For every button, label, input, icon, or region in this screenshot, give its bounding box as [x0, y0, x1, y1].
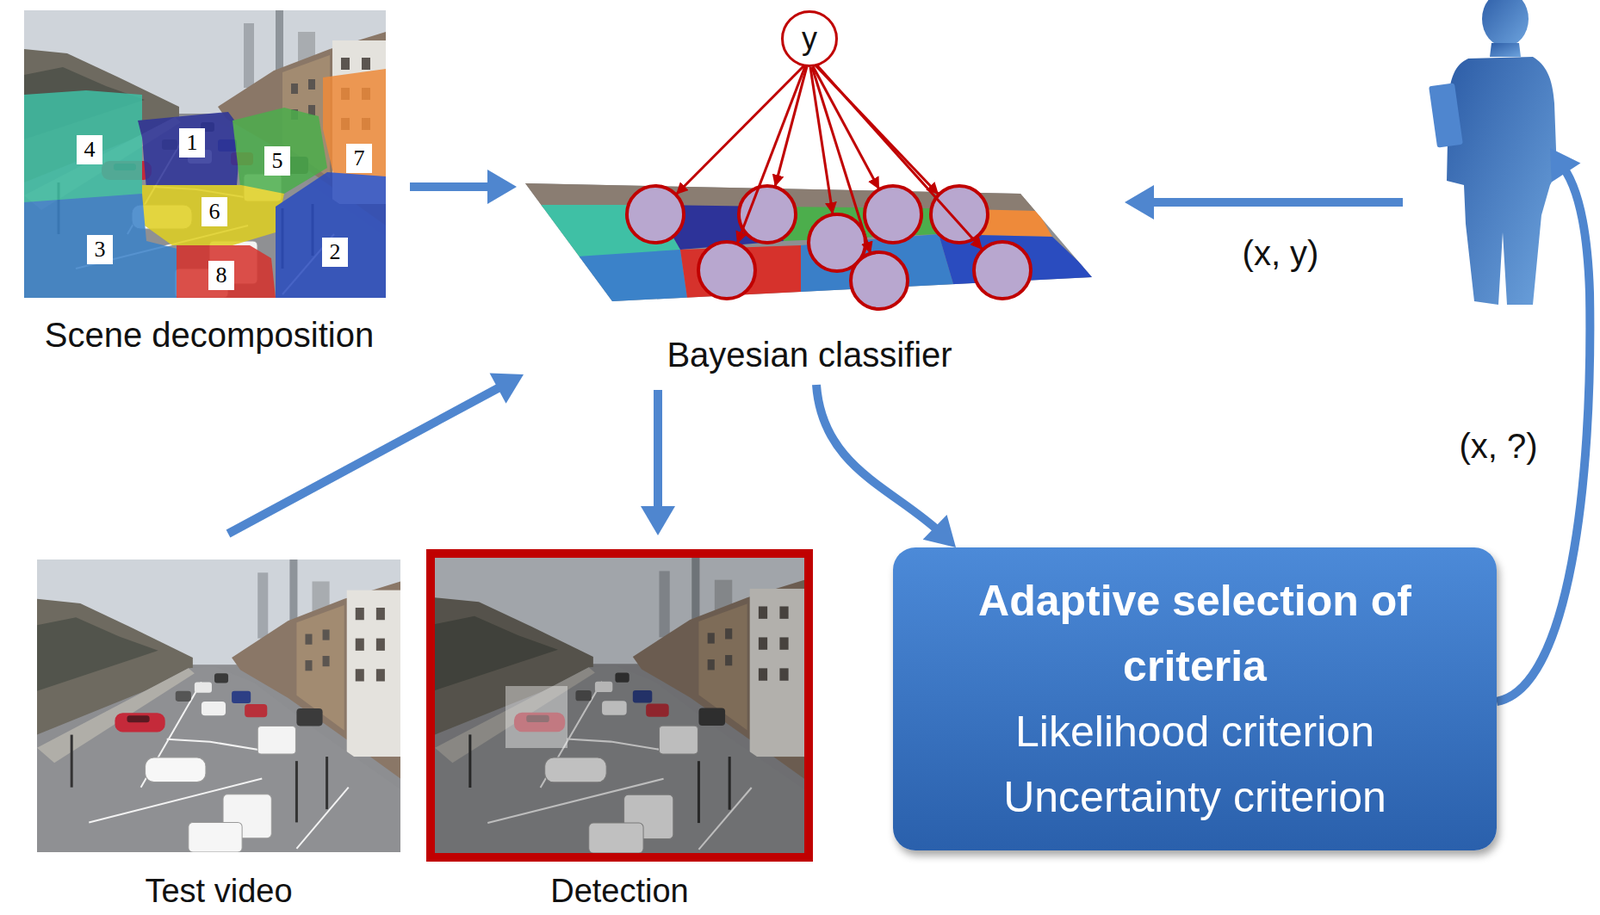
image-panel: Test video	[37, 533, 401, 912]
region-number: 6	[209, 198, 221, 225]
region-number-box: 8	[208, 260, 235, 291]
test-video-image	[37, 559, 401, 853]
region-number-box: 3	[86, 235, 113, 265]
region-number-box: 6	[201, 197, 228, 227]
flow-arrow	[228, 373, 524, 534]
image-panel: Detection	[426, 535, 813, 912]
panel-caption: Scene decomposition	[44, 315, 374, 355]
arrow-head	[487, 169, 517, 205]
criterion-text: Uncertainty criterion	[918, 764, 1471, 831]
panel-caption: Detection	[550, 871, 689, 912]
region-number-box: 5	[264, 146, 291, 176]
flow-annotation: (x, ?)	[1455, 426, 1541, 466]
region-number-box: 1	[179, 128, 205, 158]
class-variable-node: y	[781, 10, 838, 68]
criterion-text: Likelihood criterion	[918, 699, 1471, 765]
criteria-box: Adaptive selection of criteriaLikelihood…	[893, 547, 1497, 851]
region-number-box: 4	[76, 135, 103, 165]
region-number: 8	[216, 262, 228, 289]
criteria-heading: Adaptive selection of criteria	[918, 568, 1471, 700]
panel-caption: Test video	[144, 871, 292, 912]
arrow-shaft	[653, 390, 663, 519]
arrow-shaft	[409, 182, 500, 192]
flow-annotation: (x, y)	[1239, 233, 1323, 273]
scene-image	[24, 10, 386, 298]
region-number: 2	[329, 239, 342, 266]
classifier-plane	[516, 64, 1103, 315]
arrow-head	[640, 506, 676, 536]
variable-label: y	[801, 21, 818, 56]
arrow-shaft	[816, 384, 944, 536]
detection-image	[430, 553, 809, 858]
region-number: 3	[94, 236, 106, 263]
image-panel: Bayesian classifier	[516, 86, 1103, 375]
region-number: 5	[272, 148, 284, 174]
flow-arrow	[816, 384, 956, 548]
arrow-shaft	[228, 382, 509, 534]
region-number-box: 7	[346, 143, 373, 174]
image-panel: Scene decomposition 4 1 5 7 6 3 8 2	[8, 10, 410, 355]
region-number: 1	[186, 130, 199, 156]
flow-arrow	[409, 169, 517, 205]
arrow-head	[923, 514, 956, 548]
region-number: 7	[353, 145, 366, 172]
region-number-box: 2	[322, 237, 348, 267]
region-number: 4	[84, 136, 96, 163]
annotator-silhouette	[1428, 0, 1557, 305]
panel-caption: Bayesian classifier	[666, 334, 952, 375]
arrow-head	[489, 373, 524, 404]
flow-arrow	[640, 390, 676, 536]
